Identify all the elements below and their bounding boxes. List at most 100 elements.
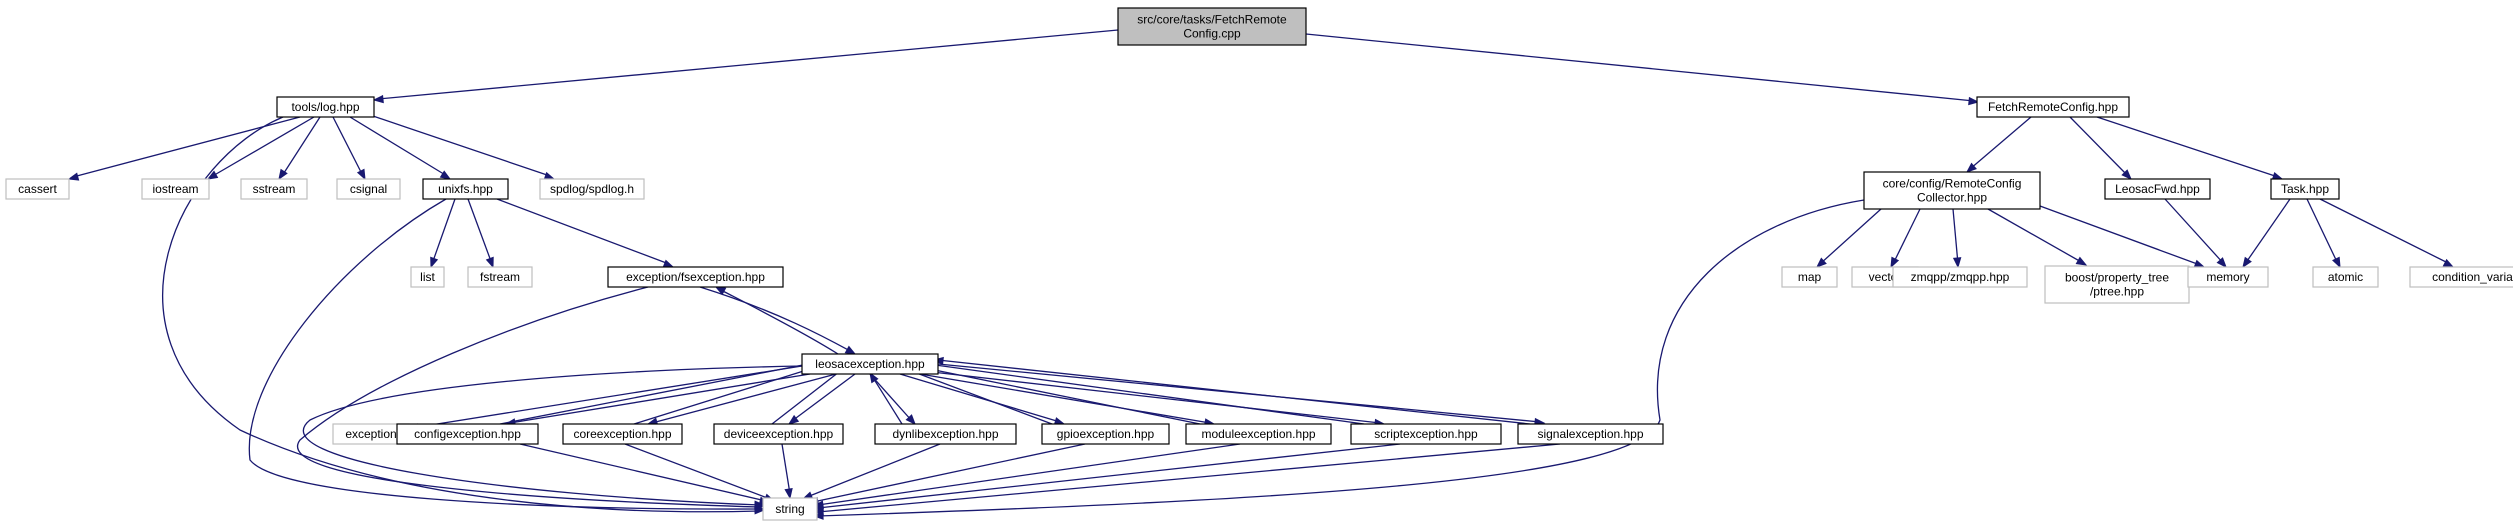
edge-scriptexception-to-leosacexception [922,360,1365,425]
arrowhead [278,168,288,181]
node-label: sstream [253,182,296,196]
node-box [562,423,683,445]
node-task[interactable]: Task.hpp [2270,178,2340,200]
node-label: unixfs.hpp [438,182,493,196]
node-label: boost/property_tree [2065,271,2169,285]
node-fstream: fstream [467,266,533,288]
edge-rcc-to-vector [1890,208,1921,269]
arrowhead [2332,256,2341,269]
node-signalexception[interactable]: signalexception.hpp [1517,423,1664,445]
node-leosacexception[interactable]: leosacexception.hpp [801,353,939,375]
edge-configexception-to-string [519,443,771,505]
edge-line [496,198,670,265]
node-configexception[interactable]: configexception.hpp [396,423,539,445]
edge-line [624,443,771,500]
node-label: /ptree.hpp [2090,285,2144,299]
node-deviceexception[interactable]: deviceexception.hpp [713,423,844,445]
node-cassert: cassert [5,178,70,200]
edge-line [2164,198,2225,265]
edge-deviceexception-to-string [781,443,793,500]
node-moduleexception[interactable]: moduleexception.hpp [1185,423,1332,445]
edge-signalexception-to-leosacexception [932,356,1531,425]
edge-tools_log-to-iostream [206,116,315,180]
node-root[interactable]: src/core/tasks/FetchRemoteConfig.cpp [1117,7,1307,46]
edge-tools_log-to-cassert [67,116,301,181]
edge-line [817,199,1865,517]
arrowhead [2193,259,2206,268]
node-box [2187,266,2269,288]
node-label: Collector.hpp [1917,191,1987,205]
node-box [2044,265,2190,304]
edge-line [633,363,827,425]
edge-line [871,375,903,425]
edge-line [919,373,1211,424]
node-box [2312,266,2379,288]
node-fsexception[interactable]: exception/fsexception.hpp [607,266,784,288]
node-label: memory [2206,270,2249,284]
arrowhead [784,488,793,500]
node-frc-hpp[interactable]: FetchRemoteConfig.hpp [1976,96,2130,118]
node-label: FetchRemoteConfig.hpp [1988,100,2118,114]
arrowhead [714,286,727,296]
arrowhead [662,259,675,268]
node-map: map [1781,266,1838,288]
edge-line [281,116,321,177]
node-label: fstream [480,270,520,284]
edge-line [431,198,456,265]
edge-rcc-to-map [1815,208,1882,268]
node-label: coreexception.hpp [573,427,671,441]
edge-tools_log-to-unixfs [349,116,452,180]
edge-dynlibexception-to-string [801,443,941,500]
node-unixfs[interactable]: unixfs.hpp [422,178,509,200]
edge-leosacexception-to-deviceexception [787,373,856,425]
node-label: map [1798,270,1822,284]
node-leosacfwd[interactable]: LeosacFwd.hpp [2104,178,2211,200]
node-label: gpioexception.hpp [1057,427,1155,441]
arrowhead [206,170,219,180]
node-dynlibexception[interactable]: dynlibexception.hpp [874,423,1017,445]
node-box [1117,7,1307,46]
edge-line [931,371,1381,424]
edge-line [162,116,761,513]
arrowhead [787,414,800,425]
edge-tools_log-to-sstream [278,116,321,181]
node-label: string [775,502,804,516]
node-csignal: csignal [336,178,401,200]
edge-line [369,114,551,177]
edge-line [771,364,849,425]
node-box [1350,423,1502,445]
node-box [1863,171,2041,210]
edge-rcc-to-string [812,199,1865,520]
edge-leosacexception-to-fsexception [714,286,839,355]
edge-fsexception-to-string [297,286,766,511]
edge-line [210,116,315,178]
edge-line [937,359,1531,425]
edge-line [2306,198,2339,265]
node-condvar: condition_variable [2409,266,2513,288]
node-scriptexception[interactable]: scriptexception.hpp [1350,423,1502,445]
edge-line [699,286,853,353]
edge-line [1819,208,1882,265]
edge-fsexception-to-leosacexception [699,286,857,355]
node-gpioexception[interactable]: gpioexception.hpp [1041,423,1170,445]
node-box [467,266,533,288]
node-label: cassert [18,182,57,196]
edge-tools_log-to-spdlog [369,114,556,180]
edge-leosacexception-to-signalexception [937,363,1546,427]
edge-root-to-tools_log [372,29,1119,104]
edge-moduleexception-to-string [812,443,1241,509]
node-tools-log[interactable]: tools/log.hpp [276,96,375,118]
node-label: atomic [2328,270,2363,284]
edge-unixfs-to-string [248,198,766,514]
node-box [874,423,1017,445]
arrowhead [905,414,916,426]
edge-moduleexception-to-leosacexception [904,361,1201,425]
edge-leosacexception-to-coreexception [646,373,837,426]
node-box [422,178,509,200]
edge-frc_hpp-to-rcc [1965,116,2032,173]
node-label: spdlog/spdlog.h [550,182,634,196]
edge-gpioexception-to-string [807,443,1086,506]
node-label: deviceexception.hpp [724,427,834,441]
node-coreexception[interactable]: coreexception.hpp [562,423,683,445]
